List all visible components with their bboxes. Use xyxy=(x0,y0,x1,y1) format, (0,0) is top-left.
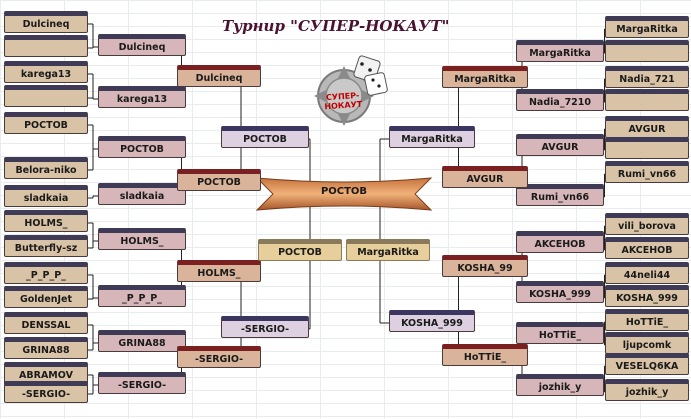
left-r2-slot-8: -SERGIO- xyxy=(98,372,186,394)
final-banner xyxy=(255,177,433,211)
page-title: Турнир "СУПЕР-НОКАУТ" xyxy=(222,17,450,35)
left-r2-slot-5: HOLMS_ xyxy=(98,228,186,250)
right-r4-slot-2: KOSHA_999 xyxy=(389,310,475,332)
left-r3-slot-2: РОСТОВ xyxy=(177,169,261,191)
left-r1-slot-4 xyxy=(4,85,88,107)
final-winner: РОСТОВ xyxy=(320,186,368,197)
left-r1-slot-13: GRINA88 xyxy=(4,337,88,359)
right-r1-slot-14: VESELQ6KA xyxy=(605,353,689,375)
right-r3-slot-3: KOSHA_99 xyxy=(442,255,528,277)
left-r2-slot-2: karega13 xyxy=(98,86,186,108)
right-r1-slot-2 xyxy=(605,40,689,62)
left-r1-slot-8: HOLMS_ xyxy=(4,210,88,232)
right-r1-slot-10: 44neli44 xyxy=(605,262,689,284)
left-r2-slot-1: Dulcineq xyxy=(98,34,186,56)
right-r2-slot-8: jozhik_y xyxy=(516,374,604,396)
right-r1-slot-4 xyxy=(605,89,689,111)
right-r2-slot-1: MargaRitka xyxy=(516,40,604,62)
right-r1-slot-8: vili_borova xyxy=(605,213,689,235)
right-r1-slot-12: HoTTiE_ xyxy=(605,309,689,331)
right-r2-slot-2: Nadia_7210 xyxy=(516,89,604,111)
left-r3-slot-4: -SERGIO- xyxy=(177,346,261,368)
right-r1-slot-5: AVGUR xyxy=(605,116,689,138)
right-semifinal-slot: MargaRitka xyxy=(346,239,430,261)
right-r1-slot-6 xyxy=(605,137,689,159)
left-r1-slot-12: DENSSAL xyxy=(4,312,88,334)
right-r1-slot-15: jozhik_y xyxy=(605,379,689,401)
left-r1-slot-3: karega13 xyxy=(4,61,88,83)
left-r2-slot-4: sladkaia xyxy=(98,183,186,205)
left-r3-slot-1: Dulcineq xyxy=(177,65,261,87)
left-r1-slot-2 xyxy=(4,35,88,57)
right-r1-slot-13: ljupcomk xyxy=(605,332,689,354)
left-r1-slot-7: sladkaia xyxy=(4,185,88,207)
right-r1-slot-9: AKCEHOB xyxy=(605,237,689,259)
left-r1-slot-9: Butterfly-sz xyxy=(4,235,88,257)
right-r3-slot-4: HoTTiE_ xyxy=(442,344,528,366)
right-r1-slot-11: KOSHA_999 xyxy=(605,285,689,307)
left-r2-slot-3: РОСТОВ xyxy=(98,136,186,158)
left-r1-slot-11: GoldenJet xyxy=(4,286,88,308)
left-semifinal-slot: РОСТОВ xyxy=(258,239,342,261)
right-r3-slot-2: AVGUR xyxy=(442,166,528,188)
right-r4-slot-1: MargaRitka xyxy=(389,126,475,148)
left-r1-slot-5: РОСТОВ xyxy=(4,112,88,134)
left-r1-slot-15: -SERGIO- xyxy=(4,381,88,403)
right-r1-slot-7: Rumi_vn66 xyxy=(605,161,689,183)
right-r2-slot-5: AKCEHOB xyxy=(516,231,604,253)
left-r4-slot-1: РОСТОВ xyxy=(221,126,309,148)
left-r4-slot-2: -SERGIO- xyxy=(221,316,309,338)
left-r3-slot-3: HOLMS_ xyxy=(177,260,261,282)
left-r2-slot-6: _P_P_P_ xyxy=(98,285,186,307)
right-r2-slot-6: KOSHA_999 xyxy=(516,281,604,303)
right-r2-slot-4: Rumi_vn66 xyxy=(516,184,604,206)
right-r1-slot-3: Nadia_721 xyxy=(605,66,689,88)
right-r2-slot-3: AVGUR xyxy=(516,134,604,156)
left-r1-slot-10: _P_P_P_ xyxy=(4,262,88,284)
left-r1-slot-6: Belora-niko xyxy=(4,157,88,179)
right-r3-slot-1: MargaRitka xyxy=(442,66,528,88)
left-r1-slot-1: Dulcineq xyxy=(4,11,88,33)
tournament-logo-icon xyxy=(314,55,388,126)
left-r2-slot-7: GRINA88 xyxy=(98,330,186,352)
right-r2-slot-7: HoTTiE_ xyxy=(516,322,604,344)
right-r1-slot-1: MargaRitka xyxy=(605,16,689,38)
